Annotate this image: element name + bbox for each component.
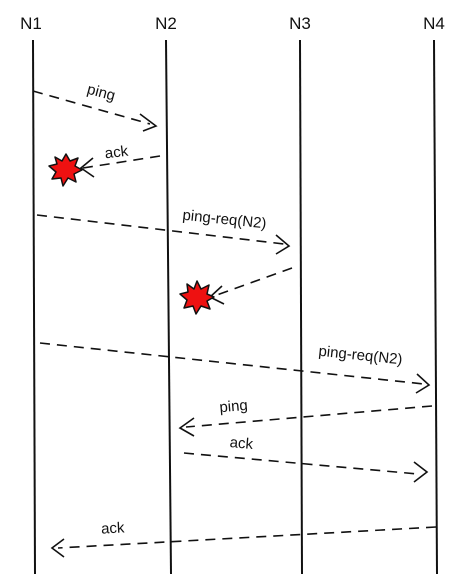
message-m8: ack xyxy=(50,519,437,558)
lost-message-burst-icon xyxy=(179,280,215,315)
message-label-m6: ping xyxy=(219,397,249,416)
arrowhead-m2 xyxy=(79,157,95,178)
arrowhead-m6 xyxy=(178,417,195,437)
message-m5: ping-req(N2) xyxy=(39,342,431,394)
lifeline-n2 xyxy=(165,39,172,575)
message-m7: ack xyxy=(183,434,429,483)
arrowhead-m1 xyxy=(139,113,158,132)
node-label-n2: N2 xyxy=(155,14,177,33)
node-label-n3: N3 xyxy=(289,14,311,33)
message-label-m7: ack xyxy=(229,434,254,453)
message-label-m1: ping xyxy=(85,81,117,105)
lifeline-n4 xyxy=(433,39,438,575)
message-label-m3: ping-req(N2) xyxy=(182,207,268,233)
message-m4 xyxy=(179,267,293,315)
lifeline-n1 xyxy=(32,39,36,575)
message-m6: ping xyxy=(178,397,433,437)
arrowhead-m4 xyxy=(208,285,225,305)
arrowhead-m8 xyxy=(50,538,65,558)
message-m1: ping xyxy=(32,81,158,132)
message-m2: ack xyxy=(48,143,161,187)
message-label-m5: ping-req(N2) xyxy=(318,343,404,369)
node-label-n1: N1 xyxy=(20,14,42,33)
node-label-n4: N4 xyxy=(423,14,445,33)
lifeline-n3 xyxy=(299,39,303,575)
lost-message-burst-icon xyxy=(48,153,83,187)
arrowhead-m3 xyxy=(275,234,291,255)
arrowhead-m5 xyxy=(415,373,431,394)
message-label-m8: ack xyxy=(101,519,126,537)
arrowhead-m7 xyxy=(413,461,429,483)
message-label-m2: ack xyxy=(104,143,130,163)
message-m3: ping-req(N2) xyxy=(36,207,291,255)
